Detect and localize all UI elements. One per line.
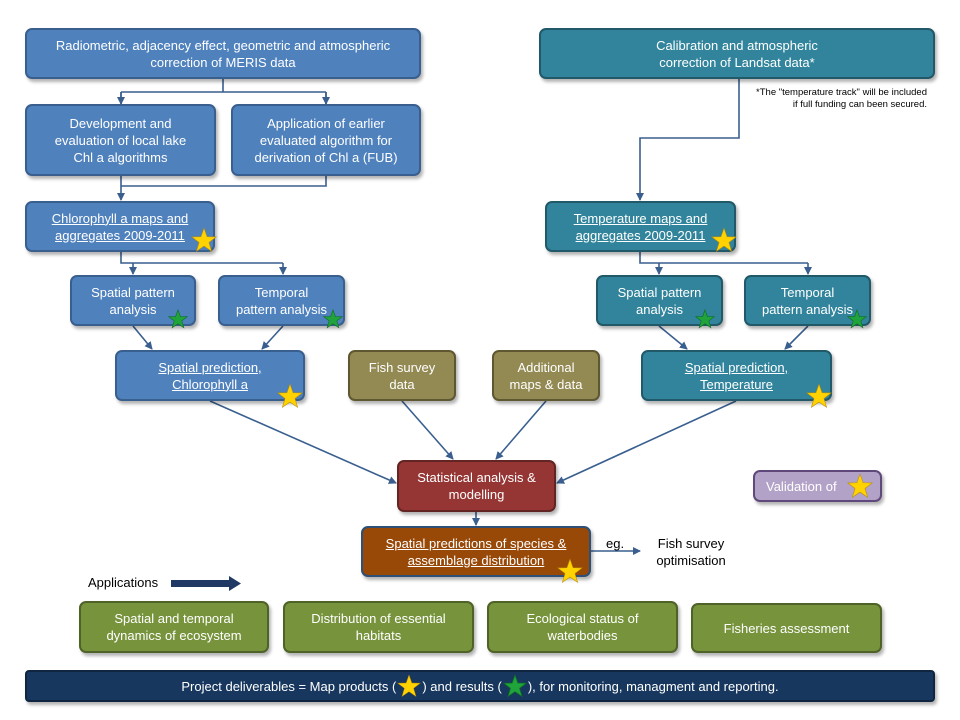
edge-chl-spatial-to-prediction — [132, 325, 153, 350]
application-label: Ecological status of waterbodies — [526, 611, 639, 643]
application-label: Spatial and temporal dynamics of ecosyst… — [106, 611, 242, 643]
application-box: Distribution of essential habitats — [283, 601, 474, 653]
green-star-icon — [503, 674, 527, 698]
fub-algorithm-box: Application of earlier evaluated algorit… — [231, 104, 421, 176]
yellow-star-icon — [711, 227, 737, 253]
temp-temporal-pattern-label: Temporal pattern analysis — [761, 284, 854, 317]
edge-chl-maps-split — [120, 252, 283, 264]
footer-text-map-products: Project deliverables = Map products ( — [181, 678, 397, 694]
green-star-icon — [695, 309, 715, 329]
yellow-star-icon — [806, 383, 832, 409]
edge-temp-maps-split — [639, 252, 808, 264]
edge-temp-temporal-to-prediction — [784, 325, 809, 350]
species-predictions-label: Spatial predictions of species & assembl… — [385, 535, 567, 568]
additional-maps-box: Additional maps & data — [492, 350, 600, 401]
green-star-icon — [168, 309, 188, 329]
yellow-star-icon — [847, 473, 873, 499]
chl-maps-label: Chlorophyll a maps and aggregates 2009-2… — [51, 210, 189, 243]
edge-temp-spatial-to-prediction — [658, 325, 688, 350]
landsat-correction-label: Calibration and atmospheric correction o… — [656, 37, 818, 70]
chl-spatial-pattern-label: Spatial pattern analysis — [91, 284, 175, 317]
application-label: Fisheries assessment — [723, 620, 850, 636]
yellow-star-icon — [397, 674, 421, 698]
spatial-prediction-chl-box: Spatial prediction, Chlorophyll a — [115, 350, 305, 401]
applications-arrow — [171, 576, 241, 591]
footer-text-results: ) and results ( — [422, 678, 502, 694]
temp-maps-label: Temperature maps and aggregates 2009-201… — [573, 210, 708, 243]
additional-maps-label: Additional maps & data — [509, 359, 583, 392]
applications-label: Applications — [88, 575, 159, 590]
meris-correction-box: Radiometric, adjacency effect, geometric… — [25, 28, 421, 79]
edge-chl-temporal-to-prediction — [261, 325, 284, 350]
edge-fish-data-to-analysis — [401, 400, 454, 460]
temp-maps-box: Temperature maps and aggregates 2009-201… — [545, 201, 736, 252]
local-chla-algorithms-box: Development and evaluation of local lake… — [25, 104, 216, 176]
species-predictions-box: Spatial predictions of species & assembl… — [361, 526, 591, 577]
chl-temporal-pattern-label: Temporal pattern analysis — [235, 284, 328, 317]
edge-meris-to-algorithms — [120, 79, 327, 104]
fish-survey-data-label: Fish survey data — [368, 359, 436, 392]
temperature-track-note: *The "temperature track" will be include… — [756, 87, 927, 110]
spatial-prediction-temp-box: Spatial prediction, Temperature — [641, 350, 832, 401]
fish-survey-optimisation-label: Fish survey optimisation — [656, 536, 726, 568]
edge-additional-to-analysis — [495, 400, 547, 460]
chl-temporal-pattern-box: Temporal pattern analysis — [218, 275, 345, 326]
statistical-analysis-label: Statistical analysis & modelling — [417, 470, 536, 502]
spatial-prediction-chl-label: Spatial prediction, Chlorophyll a — [158, 359, 262, 392]
edge-chl-prediction-to-analysis — [209, 400, 397, 484]
landsat-correction-box: Calibration and atmospheric correction o… — [539, 28, 935, 79]
footer-text-purpose: ), for monitoring, managment and reporti… — [527, 678, 779, 694]
application-box: Fisheries assessment — [691, 603, 882, 653]
yellow-star-icon — [277, 383, 303, 409]
yellow-star-icon — [191, 227, 217, 253]
edge-landsat-to-temp-maps — [636, 79, 740, 201]
application-label: Distribution of essential habitats — [311, 611, 446, 643]
validation-label: Validation of — [766, 478, 837, 494]
application-box: Spatial and temporal dynamics of ecosyst… — [79, 601, 269, 653]
green-star-icon — [323, 309, 343, 329]
fub-algorithm-label: Application of earlier evaluated algorit… — [254, 115, 398, 165]
local-chla-algorithms-label: Development and evaluation of local lake… — [54, 115, 187, 165]
yellow-star-icon — [557, 558, 583, 584]
meris-correction-label: Radiometric, adjacency effect, geometric… — [55, 37, 391, 70]
chl-maps-box: Chlorophyll a maps and aggregates 2009-2… — [25, 201, 215, 252]
statistical-analysis-box: Statistical analysis & modelling — [397, 460, 556, 512]
green-star-icon — [847, 309, 867, 329]
deliverables-footer: Project deliverables = Map products ( ) … — [25, 670, 935, 702]
application-box: Ecological status of waterbodies — [487, 601, 678, 653]
spatial-prediction-temp-label: Spatial prediction, Temperature — [684, 359, 789, 392]
edge-fub-algo-to-chl-maps — [121, 176, 327, 187]
fish-survey-data-box: Fish survey data — [348, 350, 456, 401]
eg-label: eg. — [606, 536, 625, 551]
edge-temp-prediction-to-analysis — [556, 400, 737, 484]
temp-spatial-pattern-label: Spatial pattern analysis — [617, 284, 702, 317]
